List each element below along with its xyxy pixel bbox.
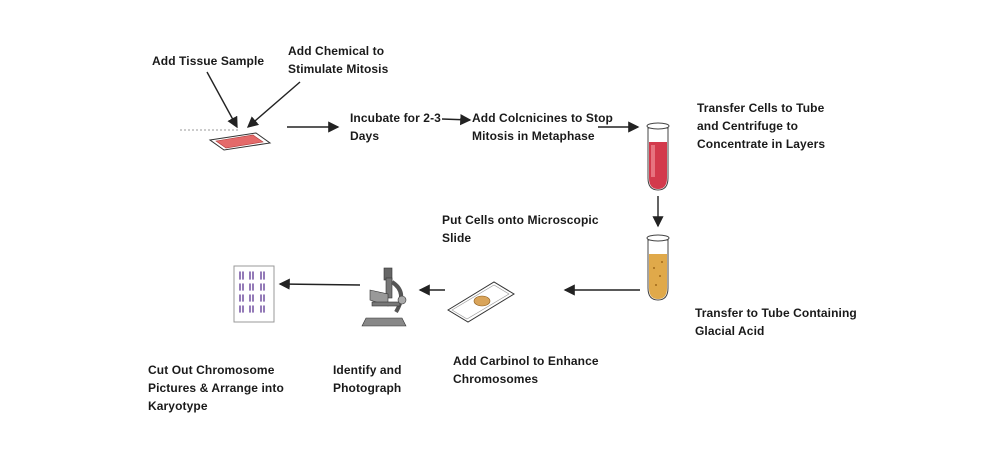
label-identify-photograph: Identify and Photograph: [333, 361, 402, 397]
label-add-chemical: Add Chemical to Stimulate Mitosis: [288, 42, 388, 78]
label-glacial-line1: Transfer to Tube Containing: [695, 306, 857, 320]
label-karyotype-line1: Cut Out Chromosome: [148, 363, 275, 377]
label-identify-line2: Photograph: [333, 381, 402, 395]
arrow-chemical-to-dish: [246, 81, 301, 128]
label-slide-line1: Put Cells onto Microscopic: [442, 213, 599, 227]
label-glacial-line2: Glacial Acid: [695, 324, 765, 338]
label-transfer-line2: and Centrifuge to: [697, 119, 799, 133]
microscope-slide-icon: [447, 281, 515, 323]
label-incubate: Incubate for 2-3 Days: [350, 109, 441, 145]
label-carbinol-line1: Add Carbinol to Enhance: [453, 354, 599, 368]
label-carbinol-line2: Chromosomes: [453, 372, 539, 386]
label-add-tissue: Add Tissue Sample: [152, 52, 264, 70]
arrow-tissue-to-dish: [206, 71, 238, 129]
culture-dish: [180, 129, 272, 151]
label-colchicine: Add Colcnicines to Stop Mitosis in Metap…: [472, 109, 613, 145]
label-slide-line2: Slide: [442, 231, 472, 245]
label-add-chemical-line2: Stimulate Mitosis: [288, 62, 389, 76]
label-incubate-line1: Incubate for 2-3: [350, 111, 441, 125]
karyotype-sheet-icon: [233, 265, 275, 323]
label-colchicine-line1: Add Colcnicines to Stop: [472, 111, 613, 125]
label-karyotype-line3: Karyotype: [148, 399, 208, 413]
label-add-chemical-line1: Add Chemical to: [288, 44, 385, 58]
label-karyotype-line2: Pictures & Arrange into: [148, 381, 284, 395]
label-microscopic-slide: Put Cells onto Microscopic Slide: [442, 211, 599, 247]
label-incubate-line2: Days: [350, 129, 380, 143]
label-transfer-line3: Concentrate in Layers: [697, 137, 826, 151]
label-transfer-line1: Transfer Cells to Tube: [697, 101, 825, 115]
label-transfer-centrifuge: Transfer Cells to Tube and Centrifuge to…: [697, 99, 825, 153]
label-add-tissue-line1: Add Tissue Sample: [152, 54, 265, 68]
label-karyotype: Cut Out Chromosome Pictures & Arrange in…: [148, 361, 284, 415]
label-colchicine-line2: Mitosis in Metaphase: [472, 129, 595, 143]
label-carbinol: Add Carbinol to Enhance Chromosomes: [453, 352, 599, 388]
label-identify-line1: Identify and: [333, 363, 402, 377]
centrifuge-tube-icon: [646, 122, 670, 191]
glacial-acid-tube-icon: [646, 234, 670, 301]
label-glacial-acid: Transfer to Tube Containing Glacial Acid: [695, 304, 857, 340]
microscope-icon: [361, 267, 407, 327]
arrow-microscope-to-karyotype: [278, 278, 361, 290]
arrow-incubate-to-colchicine: [441, 114, 472, 126]
